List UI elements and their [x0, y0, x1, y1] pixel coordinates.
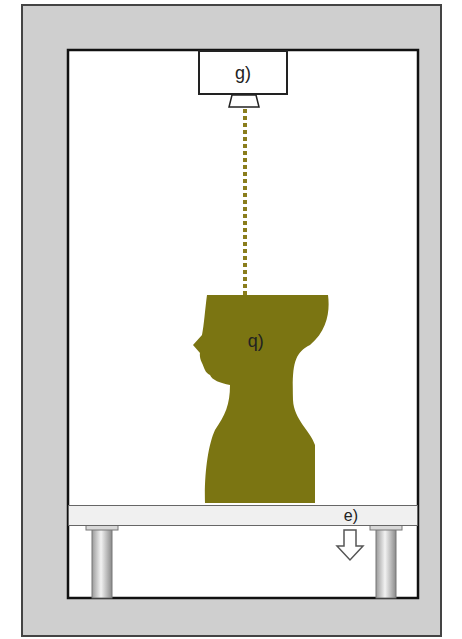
sensor-beam — [243, 95, 247, 295]
sensor-box: g) — [198, 50, 288, 95]
silhouette-shape — [190, 295, 330, 503]
table-leg — [92, 526, 112, 598]
callout-label: e) — [344, 508, 358, 524]
down-arrow — [337, 530, 363, 560]
callout-label: g) — [235, 64, 251, 82]
silhouette-outline — [193, 295, 329, 503]
outer-frame — [22, 5, 441, 636]
table-leg — [376, 526, 396, 598]
platform: e) — [68, 505, 418, 526]
callout-label: q) — [248, 332, 264, 350]
person-silhouette: q) — [190, 295, 330, 503]
inner-chamber — [68, 50, 418, 598]
sensor-nozzle — [229, 95, 259, 107]
